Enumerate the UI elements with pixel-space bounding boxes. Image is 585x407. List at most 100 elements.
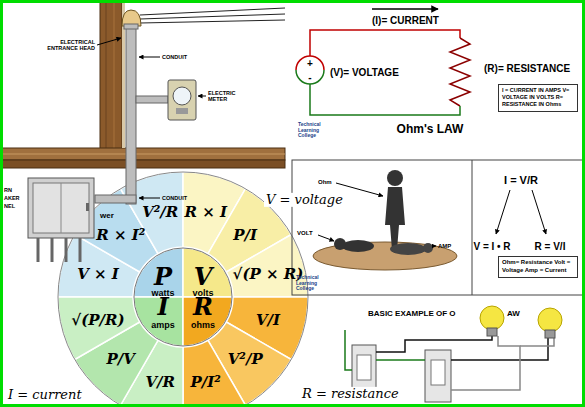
conduit-pipe-part bbox=[136, 96, 168, 103]
ohms-law-circuit-part bbox=[310, 30, 460, 56]
switch-circuit-part bbox=[357, 355, 371, 380]
formula: I = V/R bbox=[504, 174, 538, 186]
service-drop-wires-part bbox=[140, 14, 285, 19]
electric-meter-part bbox=[173, 87, 191, 105]
wheel-formula: V/I bbox=[256, 312, 280, 329]
service-drop-wires bbox=[140, 8, 285, 23]
entrance-head-part bbox=[124, 24, 138, 29]
unit-word: amps bbox=[151, 321, 175, 330]
quantity-letter: V bbox=[194, 265, 213, 289]
cartoon-label: AMP bbox=[438, 243, 451, 250]
conduit-pipe-part bbox=[126, 24, 136, 204]
house-wall-part bbox=[0, 154, 285, 155]
conduit-pipe bbox=[95, 24, 168, 204]
part-label: CONDUIT bbox=[162, 195, 187, 201]
definition-text: Ohm= Resistance Volt = Voltage Amp = Cur… bbox=[502, 259, 574, 275]
cartoon-panel-part bbox=[423, 243, 433, 253]
house-wall-part bbox=[0, 148, 285, 160]
breaker-panel bbox=[28, 178, 94, 262]
house-wall-part bbox=[0, 160, 285, 168]
wheel-rim bbox=[58, 172, 308, 407]
breaker-panel-part bbox=[86, 203, 89, 211]
wheel-formula: √(P × R) bbox=[233, 266, 304, 283]
quantity-letter: P bbox=[154, 265, 172, 289]
cartoon-panel-part bbox=[390, 243, 426, 255]
cartoon-arrows-part bbox=[532, 190, 546, 234]
cartoon-arrows-part bbox=[496, 190, 510, 234]
service-drop-wires-part bbox=[140, 20, 285, 23]
switch-circuit-part bbox=[376, 336, 492, 352]
definition-box: Ohm= Resistance Volt = Voltage Amp = Cur… bbox=[498, 256, 578, 278]
part-label: ELECTRICAL ENTRANCE HEAD bbox=[33, 39, 95, 51]
switch-circuit-part bbox=[431, 360, 445, 385]
electric-meter bbox=[168, 80, 196, 120]
ohms-law-circuit-part bbox=[372, 8, 438, 10]
house-wall bbox=[0, 0, 285, 168]
switch-circuit-part bbox=[425, 350, 451, 402]
switch-circuit-part bbox=[451, 338, 548, 360]
cartoon-panel bbox=[292, 160, 583, 295]
cartoon-arrows-part bbox=[318, 235, 334, 241]
leader-arrows bbox=[97, 38, 206, 198]
breaker-panel-part bbox=[33, 183, 89, 233]
entrance-head bbox=[122, 10, 141, 29]
leader-arrows-part bbox=[198, 96, 206, 97]
wheel-formula: P/V bbox=[107, 351, 135, 368]
leader-arrows-part bbox=[139, 198, 160, 199]
center-rim bbox=[134, 248, 232, 346]
formula: V = I • R bbox=[473, 241, 510, 252]
light-bulbs-part bbox=[545, 330, 555, 338]
light-bulbs bbox=[480, 306, 562, 338]
switch-circuit-part bbox=[451, 336, 520, 390]
unit-word: ohms bbox=[191, 321, 215, 330]
house-wall-part bbox=[106, 0, 107, 150]
ohms-law-circuit-part bbox=[450, 38, 470, 106]
part-label: ELECTRIC METER bbox=[208, 90, 242, 102]
panel-label: wer bbox=[100, 212, 114, 221]
breaker-panel-part bbox=[65, 238, 68, 262]
variable-key: V = voltage bbox=[264, 193, 345, 207]
wheel-formula: V²/R bbox=[142, 204, 178, 221]
cartoon-panel-part bbox=[334, 238, 346, 250]
panel-label: AKER bbox=[4, 195, 20, 201]
circuit-label: (R)= RESISTANCE bbox=[484, 63, 570, 74]
cartoon-panel-part bbox=[472, 160, 473, 295]
service-drop-wires-part bbox=[140, 8, 285, 15]
definition-box: I = CURRENT IN AMPS V= VOLTAGE IN VOLTS … bbox=[498, 84, 578, 112]
example-title: BASIC EXAMPLE OF O bbox=[368, 310, 456, 319]
cartoon-label: VOLT bbox=[297, 230, 313, 237]
polarity-sign: - bbox=[308, 72, 311, 83]
circuit-label: (V)= VOLTAGE bbox=[330, 67, 399, 78]
quantity-letter: R bbox=[193, 295, 213, 319]
wheel-formula: R × I bbox=[185, 204, 228, 221]
formula: R = V/I bbox=[535, 241, 566, 252]
breaker-panel-part bbox=[61, 183, 62, 233]
panel-label: NEL bbox=[4, 203, 15, 209]
wheel-formula: V/R bbox=[145, 374, 175, 391]
cartoon-arrows-part bbox=[432, 246, 436, 247]
wheel-formula: P/I bbox=[233, 227, 257, 244]
center-circle-shape bbox=[133, 247, 233, 347]
variable-key: R = resistance bbox=[300, 387, 401, 401]
wheel-formula: R × I² bbox=[96, 227, 145, 244]
ohms-law-circuit-part bbox=[296, 70, 324, 84]
cartoon-panel-part bbox=[385, 187, 405, 250]
breaker-panel-part bbox=[79, 238, 82, 262]
circuit-label: (I)= CURRENT bbox=[372, 15, 439, 26]
light-bulbs-part bbox=[480, 306, 504, 330]
light-bulbs-part bbox=[538, 308, 562, 332]
center-circle: PwattsVvoltsIampsRohms bbox=[133, 247, 233, 347]
breaker-panel-part bbox=[28, 178, 94, 238]
wheel-formula: P/I² bbox=[191, 374, 221, 391]
switch-circuit-part bbox=[520, 338, 554, 346]
leader-arrows-part bbox=[139, 57, 160, 58]
panel-title: Ohm's LAW bbox=[397, 123, 464, 136]
leader-arrows-part bbox=[97, 38, 121, 45]
cartoon-panel-part bbox=[387, 170, 403, 186]
variable-key: I = current bbox=[8, 388, 82, 402]
center-quarter bbox=[134, 248, 183, 297]
ohms-law-circuit-part bbox=[310, 84, 460, 115]
cartoon-arrows bbox=[318, 183, 546, 246]
